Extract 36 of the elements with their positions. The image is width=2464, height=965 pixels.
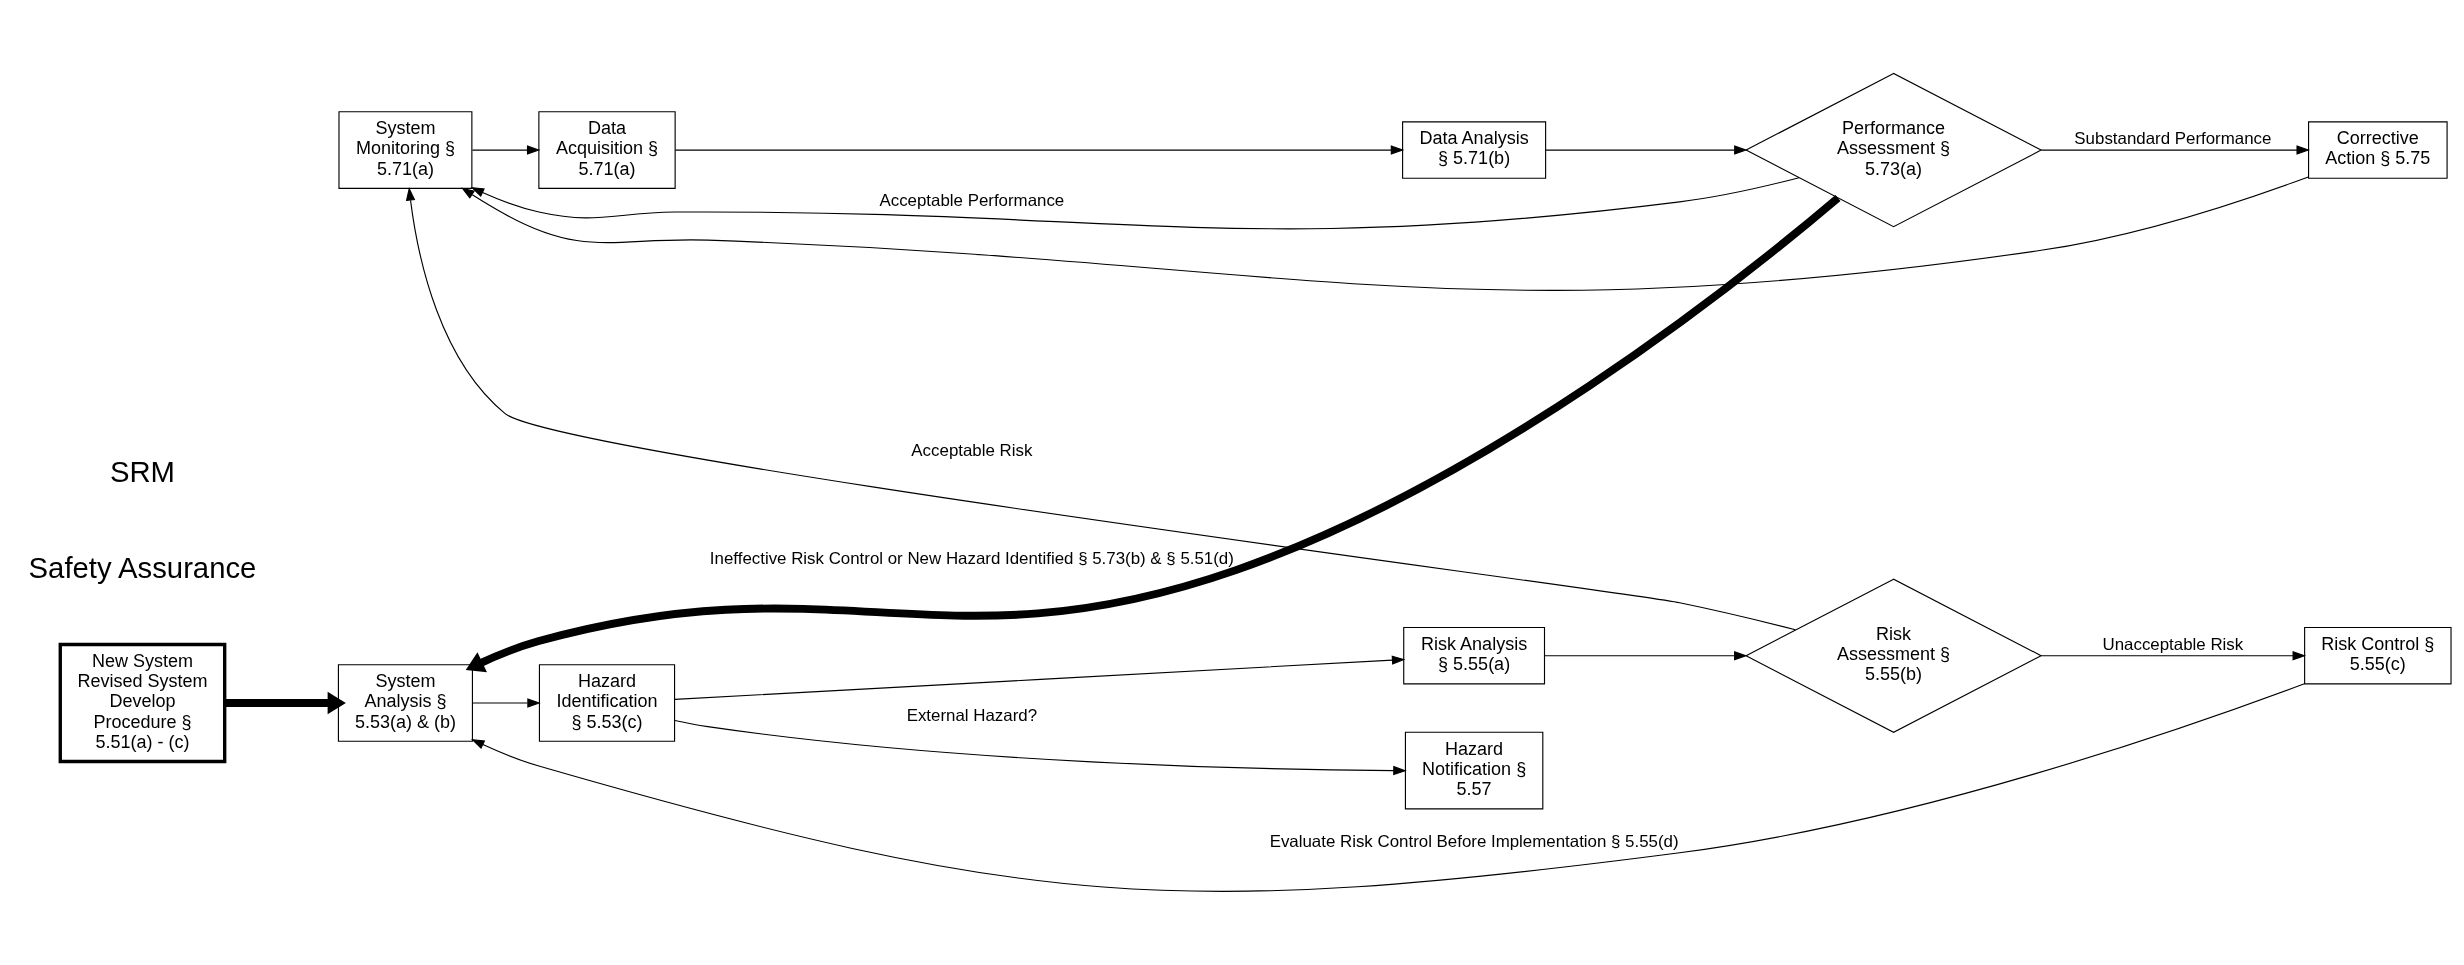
arrow: [1544, 650, 1748, 661]
edge-label: External Hazard?: [906, 706, 1038, 726]
node-box: System Monitoring § 5.71(a): [338, 111, 473, 189]
label: SRM: [109, 455, 175, 488]
node-diamond: Risk Assessment § 5.55(b): [1744, 578, 2043, 733]
edge-label: Evaluate Risk Control Before Implementation § 5.55(d): [1269, 832, 1679, 852]
node-box: Risk Control § 5.55(c): [2304, 627, 2452, 685]
label: Safety Assurance: [28, 552, 257, 585]
arrow: [1545, 145, 1748, 155]
node-box: Hazard Notification § 5.57: [1404, 731, 1544, 810]
arrow: [2040, 145, 2310, 155]
node-box: Data Acquisition § 5.71(a): [538, 111, 676, 189]
arrow: [472, 698, 541, 708]
arrow: [465, 194, 1841, 673]
node-box: System Analysis § 5.53(a) & (b): [337, 664, 473, 742]
node-box: Corrective Action § 5.75: [2308, 121, 2448, 179]
edge-label: Acceptable Risk: [911, 441, 1033, 461]
node-box: Risk Analysis § 5.55(a): [1403, 627, 1546, 685]
arrow: [674, 719, 1407, 776]
edge-label: Ineffective Risk Control or New Hazard Identified § 5.73(b) & § 5.51(d): [709, 549, 1234, 569]
node-box: Hazard Identification § 5.53(c): [538, 664, 676, 742]
arrow: [405, 187, 1796, 631]
node-box: New System Revised System Develop Procedure § 5.51(a) - (c): [58, 642, 227, 764]
arrow: [471, 145, 541, 155]
edge-label: Acceptable Performance: [879, 191, 1065, 211]
edge-label: Substandard Performance: [2074, 129, 2272, 149]
arrow: [674, 145, 1405, 155]
arrow: [225, 691, 346, 715]
node-box: Data Analysis § 5.71(b): [1402, 121, 1547, 179]
node-diamond: Performance Assessment § 5.73(a): [1744, 72, 2043, 228]
edge-label: Unacceptable Risk: [2102, 635, 2244, 655]
arrow: [470, 177, 1800, 230]
arrow: [674, 655, 1406, 700]
arrow: [461, 176, 2309, 291]
arrow: [471, 683, 2305, 892]
arrow: [2040, 650, 2307, 661]
